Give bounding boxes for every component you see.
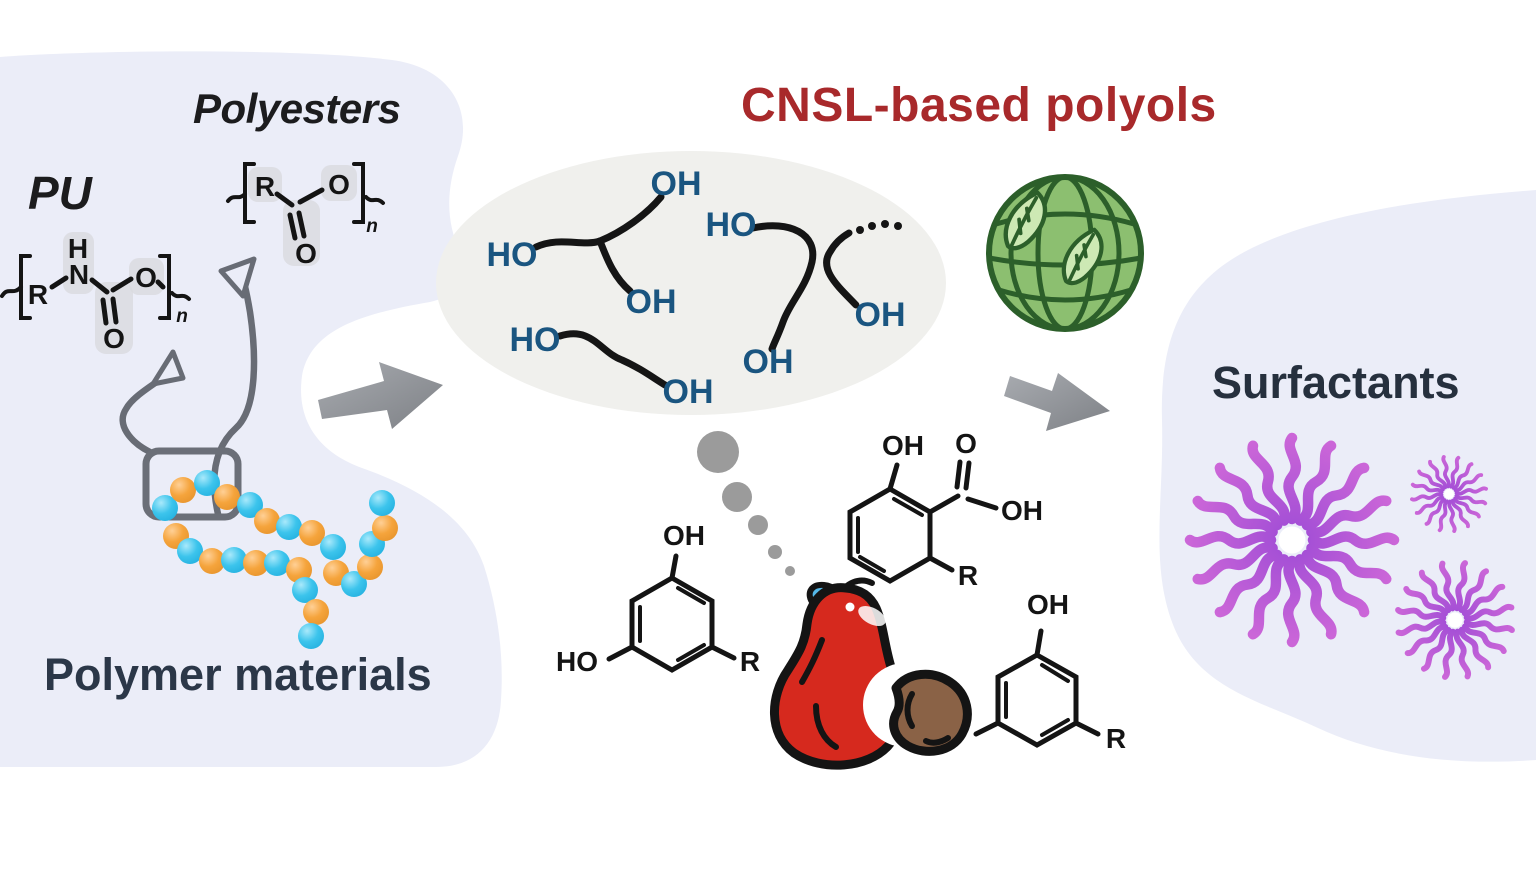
dotted-tail [856,220,902,234]
cardanol-structure: OH R [973,589,1126,754]
polyol-ho-label: HO [487,236,538,274]
anacardic-o-label: O [955,428,977,459]
cardol-oh-label: OH [663,520,705,551]
pu-r-label: R [28,279,48,310]
arrow-left-icon [318,362,443,429]
thought-dots [697,431,795,576]
pu-heading: PU [28,167,92,219]
surfactants-heading: Surfactants [1212,357,1460,408]
polyester-structure: R O O n [226,162,385,269]
anacardic-acid-structure: OH O OH R [847,428,1043,591]
polyesters-heading: Polyesters [193,85,401,132]
polymer-materials-heading: Polymer materials [44,649,432,700]
arrow-right-icon [1004,373,1110,431]
polyol-oh-label: OH [626,283,677,321]
curved-arrow-to-pu [119,349,186,456]
polyester-o-carbonyl-label: O [295,238,317,269]
anacardic-oh-acid-label: OH [1001,495,1043,526]
polyester-subscript: n [366,216,378,237]
pu-h-label: H [68,233,88,264]
polyol-molecules: OH HO OH HO OH OH HO OH [487,165,906,411]
page-title: CNSL-based polyols [741,79,1217,132]
pu-o-carbonyl-label: O [103,323,125,354]
cardanol-r-label: R [1106,723,1126,754]
cashew-icon [770,577,972,770]
polyol-ho-label: HO [510,321,561,359]
polyol-oh-label: OH [743,343,794,381]
polyester-o-ester-label: O [328,169,350,200]
curved-arrow-to-polyester [210,256,258,518]
pu-o-ester-label: O [135,262,157,293]
polyester-r-label: R [255,171,275,202]
polyol-oh-label: OH [651,165,702,203]
cardanol-oh-label: OH [1027,589,1069,620]
anacardic-oh-phenol-label: OH [882,430,924,461]
pu-n-label: N [69,259,89,290]
pu-structure: R H N O O n [0,232,191,354]
polyols-cloud [436,151,946,415]
polyol-oh-label: OH [663,373,714,411]
pu-subscript: n [176,306,188,327]
cardol-r-label: R [740,646,760,677]
micelle-large-icon [1190,438,1394,642]
polymer-chain [152,470,398,649]
cardol-structure: OH HO R [556,520,760,677]
polyol-oh-label: OH [855,296,906,334]
eco-globe-icon [986,174,1144,332]
cardol-ho-label: HO [556,646,598,677]
anacardic-r-label: R [958,560,978,591]
polyol-ho-label: HO [706,206,757,244]
zoom-box [142,447,242,521]
